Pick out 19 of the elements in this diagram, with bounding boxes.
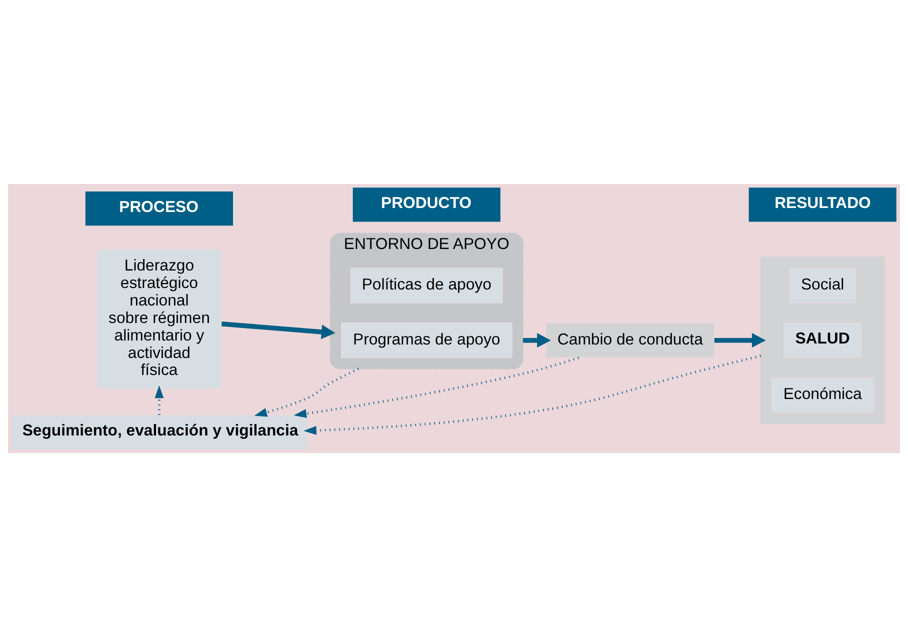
node-box: Social	[789, 268, 856, 304]
node-box: SALUD	[784, 322, 862, 358]
arrow	[254, 368, 359, 417]
node-box: PRODUCTO	[352, 186, 502, 222]
arrow	[714, 333, 766, 348]
node-box: Políticas de apoyo	[350, 268, 503, 304]
cluster	[760, 256, 885, 424]
node-box: RESULTADO	[748, 186, 898, 222]
node-box: Programas de apoyo	[340, 322, 512, 358]
arrow	[523, 333, 551, 348]
node-box: Liderazgo estratégico nacional sobre régimen alimentario y actividad física	[96, 248, 222, 390]
node-box: PROCESO	[84, 190, 234, 226]
arrow	[221, 322, 336, 340]
arrow	[154, 385, 164, 415]
arrow	[294, 356, 580, 418]
node-box: Económica	[771, 377, 874, 413]
arrow	[304, 354, 761, 435]
node-box: Cambio de conducta	[546, 322, 715, 358]
node-box: Seguimiento, evaluación y vigilancia	[10, 414, 308, 450]
